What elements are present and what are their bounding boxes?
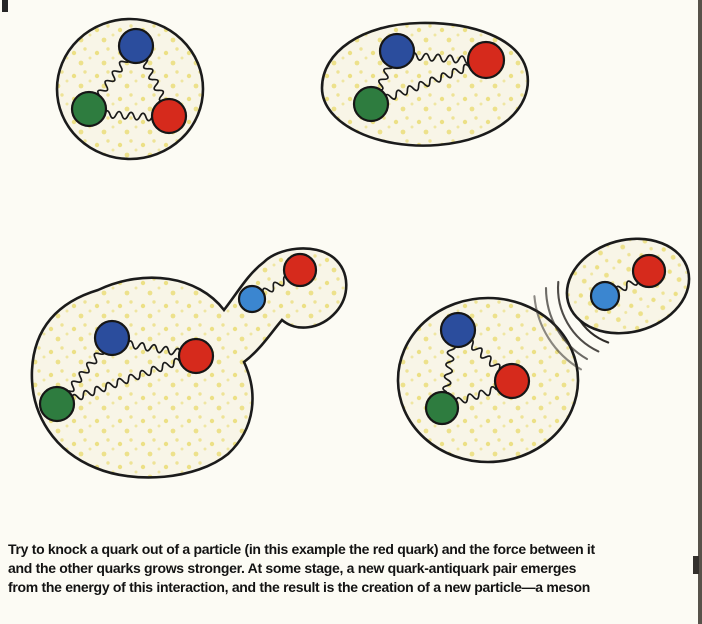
- quark-blue: [93, 319, 131, 357]
- quark-red: [493, 362, 531, 400]
- separation-wave: [556, 280, 600, 353]
- gluon-line: [377, 62, 394, 92]
- quark-blue: [117, 27, 155, 65]
- quark-red: [150, 97, 188, 135]
- quark-green: [38, 385, 76, 423]
- quark-green: [424, 390, 460, 426]
- gluon-line: [94, 56, 131, 102]
- quark-blue: [378, 32, 416, 70]
- caption-line-2: and the other quarks grows stronger. At …: [8, 560, 577, 576]
- caption-line-1: Try to knock a quark out of a particle (…: [8, 541, 595, 557]
- meson: [565, 237, 691, 335]
- gluon-line: [384, 63, 470, 100]
- caption-line-3: from the energy of this interaction, and…: [8, 579, 591, 595]
- quark-green: [70, 90, 108, 128]
- scan-edge-artifact: [698, 0, 702, 624]
- gluon-line: [467, 339, 501, 370]
- quark-green: [352, 85, 390, 123]
- gluon-line: [71, 357, 181, 401]
- caption: Try to knock a quark out of a particle (…: [8, 540, 595, 597]
- baryon-blob-4: [396, 296, 580, 464]
- stage-3-pair-creation: [30, 247, 348, 479]
- gluon-line: [455, 386, 497, 404]
- quark-blue: [439, 311, 477, 349]
- scan-mark-topleft: [2, 0, 8, 12]
- quark-light-blue: [589, 280, 621, 312]
- gluon-line: [262, 275, 290, 294]
- gluon-line: [103, 109, 153, 122]
- quark-red: [631, 253, 667, 289]
- gluon-line: [126, 340, 182, 356]
- gluon-line: [410, 51, 472, 65]
- gluon-line: [442, 343, 456, 393]
- stage-1-baryon: [55, 17, 205, 161]
- separation-wave: [533, 295, 583, 371]
- gluon-line: [68, 348, 105, 393]
- quark-red: [177, 337, 215, 375]
- scan-mark-right: [693, 556, 699, 574]
- quark-red-new: [282, 252, 318, 288]
- quark-red: [466, 40, 506, 80]
- stage-4-baryon-and-meson: [396, 237, 691, 464]
- stage-2-stretched-baryon: [320, 21, 530, 147]
- quark-light-blue-new: [237, 284, 267, 314]
- gluon-line: [142, 57, 165, 102]
- gluon-line: [615, 279, 639, 292]
- separation-wave: [544, 286, 589, 361]
